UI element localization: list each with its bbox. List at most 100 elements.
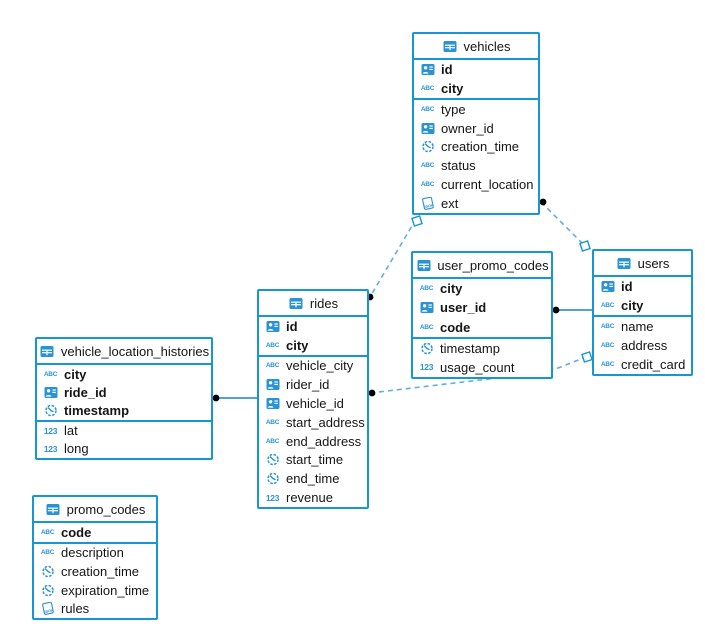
json-type-icon: JSON	[39, 602, 56, 616]
field-name: ext	[441, 196, 459, 212]
field-row-id[interactable]: id	[259, 317, 367, 336]
abc-glyph: ABC	[600, 361, 615, 368]
field-name: name	[621, 319, 654, 334]
field-row-user_id[interactable]: user_id	[413, 298, 551, 317]
field-name: expiration_time	[61, 582, 150, 598]
text-type-icon: ABC	[39, 549, 56, 556]
number-type-icon: 123	[42, 426, 59, 436]
field-row-id[interactable]: id	[594, 277, 691, 296]
relation-endpoint-diamond	[579, 240, 591, 252]
field-row-end_time[interactable]: end_time	[259, 469, 367, 488]
abc-glyph: ABC	[420, 162, 435, 170]
text-type-icon: ABC	[419, 85, 436, 92]
table-header[interactable]: rides	[259, 291, 367, 317]
field-row-rider_id[interactable]: rider_id	[259, 375, 367, 394]
field-name: creation_time	[61, 564, 140, 579]
field-row-ride_id[interactable]: ride_id	[37, 383, 211, 401]
fields-section: timestamp 123 usage_count	[413, 339, 551, 377]
text-type-icon: ABC	[419, 106, 436, 113]
relation-vehicles-users[interactable]	[540, 201, 587, 248]
field-row-start_time[interactable]: start_time	[259, 451, 367, 470]
field-name: current_location	[441, 177, 534, 193]
field-name: owner_id	[441, 120, 494, 136]
table-header[interactable]: vehicles	[414, 34, 538, 60]
field-row-timestamp[interactable]: timestamp	[413, 339, 551, 358]
table-header[interactable]: users	[594, 251, 691, 277]
field-row-current_location[interactable]: ABC current_location	[414, 175, 538, 194]
123-glyph: 123	[419, 362, 434, 373]
text-type-icon: ABC	[599, 342, 616, 349]
field-name: vehicle_id	[286, 396, 344, 412]
table-header[interactable]: vehicle_location_histories	[37, 339, 211, 365]
table-icon	[616, 257, 633, 270]
field-row-end_address[interactable]: ABC end_address	[259, 432, 367, 451]
field-row-expiration_time[interactable]: expiration_time	[34, 581, 156, 600]
table-header[interactable]: promo_codes	[34, 497, 156, 523]
user-type-icon	[264, 378, 281, 391]
field-name: user_id	[440, 300, 487, 316]
table-header[interactable]: user_promo_codes	[413, 253, 551, 279]
field-row-timestamp[interactable]: timestamp	[37, 401, 211, 419]
field-row-description[interactable]: ABC description	[34, 544, 156, 563]
user-type-icon	[264, 320, 281, 333]
table-title: rides	[309, 295, 339, 311]
field-row-credit_card[interactable]: ABC credit_card	[594, 355, 691, 374]
fields-section: ABC description creation_time expiration_ti…	[34, 544, 156, 618]
field-row-vehicle_id[interactable]: vehicle_id	[259, 394, 367, 413]
field-row-creation_time[interactable]: creation_time	[414, 138, 538, 157]
json-type-icon: JSON	[419, 197, 436, 210]
text-type-icon: ABC	[419, 181, 436, 188]
123-glyph: 123	[265, 492, 280, 503]
field-name: usage_count	[440, 359, 515, 375]
table-icon	[39, 345, 56, 358]
table-title: user_promo_codes	[437, 257, 549, 273]
field-row-city[interactable]: ABC city	[259, 336, 367, 355]
relation-endpoint-diamond	[581, 351, 593, 363]
field-row-usage_count[interactable]: 123 usage_count	[413, 358, 551, 377]
field-row-ext[interactable]: JSON ext	[414, 194, 538, 213]
field-name: end_address	[286, 433, 362, 449]
relation-vehicles-rides[interactable]	[369, 218, 417, 298]
field-name: city	[286, 337, 309, 353]
text-type-icon: ABC	[419, 162, 436, 169]
field-row-id[interactable]: id	[414, 60, 538, 79]
field-row-owner_id[interactable]: owner_id	[414, 119, 538, 138]
field-row-creation_time[interactable]: creation_time	[34, 562, 156, 581]
abc-glyph: ABC	[265, 437, 280, 445]
number-type-icon: 123	[418, 362, 435, 372]
field-name: credit_card	[621, 357, 686, 372]
abc-glyph: ABC	[265, 341, 280, 349]
time-type-icon	[264, 472, 281, 485]
abc-glyph: ABC	[600, 302, 615, 309]
field-name: description	[61, 545, 124, 561]
user-type-icon	[599, 280, 616, 293]
